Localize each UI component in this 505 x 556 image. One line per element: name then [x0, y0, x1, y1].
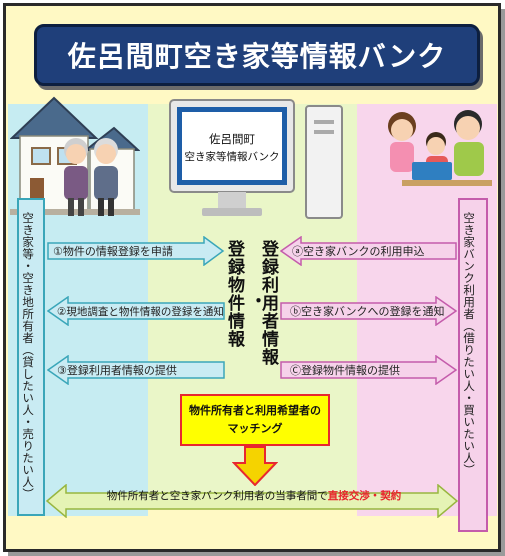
- monitor-label-1: 佐呂間町: [209, 132, 255, 146]
- down-arrow-icon: [232, 446, 278, 486]
- registered-property-info: 登録物件情報: [224, 240, 244, 348]
- arrow-provide-user: ③登録利用者情報の提供: [47, 355, 225, 385]
- arrow-label-3: ③登録利用者情報の提供: [57, 364, 177, 377]
- bottom-text: 物件所有者と空き家バンク利用者の当事者間で直接交渉・契約: [70, 486, 438, 504]
- center-separator: ・: [246, 292, 266, 310]
- owner-label: 空き家等・空き地所有者（貸したい人・売りたい人）: [21, 212, 36, 500]
- arrow-label-2: ②現地調査と物件情報の登録を通知: [57, 305, 224, 318]
- arrow-notify-property: ②現地調査と物件情報の登録を通知: [47, 296, 225, 326]
- matching-box: 物件所有者と利用希望者の マッチング: [180, 394, 330, 446]
- bottom-text-main: 物件所有者と空き家バンク利用者の当事者間で: [106, 489, 328, 502]
- owner-couple-icon: [64, 138, 118, 216]
- family-illustration: [388, 110, 492, 186]
- user-label: 空き家バンク利用者（借りたい人・買いたい人）: [462, 212, 477, 476]
- page-title: 佐呂間町空き家等情報バンク: [34, 24, 480, 86]
- arrow-provide-property: Ⓒ登録物件情報の提供: [280, 355, 457, 385]
- user-label-box: 空き家バンク利用者（借りたい人・買いたい人）: [458, 198, 488, 532]
- monitor-label-2: 空き家等情報バンク: [184, 151, 280, 163]
- registered-user-info: 登録利用者情報: [258, 240, 278, 366]
- arrow-notify-registration: ⓑ空き家バンクへの登録を通知: [280, 296, 457, 326]
- arrow-label-c: Ⓒ登録物件情報の提供: [290, 364, 400, 377]
- arrow-apply-property: ①物件の情報登録を申請: [47, 236, 225, 266]
- arrow-label-1: ①物件の情報登録を申請: [53, 245, 173, 258]
- arrow-label-a: ⓐ空き家バンクの利用申込: [292, 245, 425, 258]
- arrow-apply-bank: ⓐ空き家バンクの利用申込: [280, 236, 457, 266]
- owner-label-box: 空き家等・空き地所有者（貸したい人・売りたい人）: [17, 198, 45, 516]
- matching-line-2: マッチング: [227, 422, 283, 435]
- matching-line-1: 物件所有者と利用希望者の: [189, 404, 321, 418]
- arrow-label-b: ⓑ空き家バンクへの登録を通知: [290, 305, 445, 318]
- computer-monitor-icon: [169, 99, 343, 219]
- bottom-double-arrow: [46, 484, 458, 518]
- bottom-text-highlight: 直接交渉・契約: [327, 489, 402, 502]
